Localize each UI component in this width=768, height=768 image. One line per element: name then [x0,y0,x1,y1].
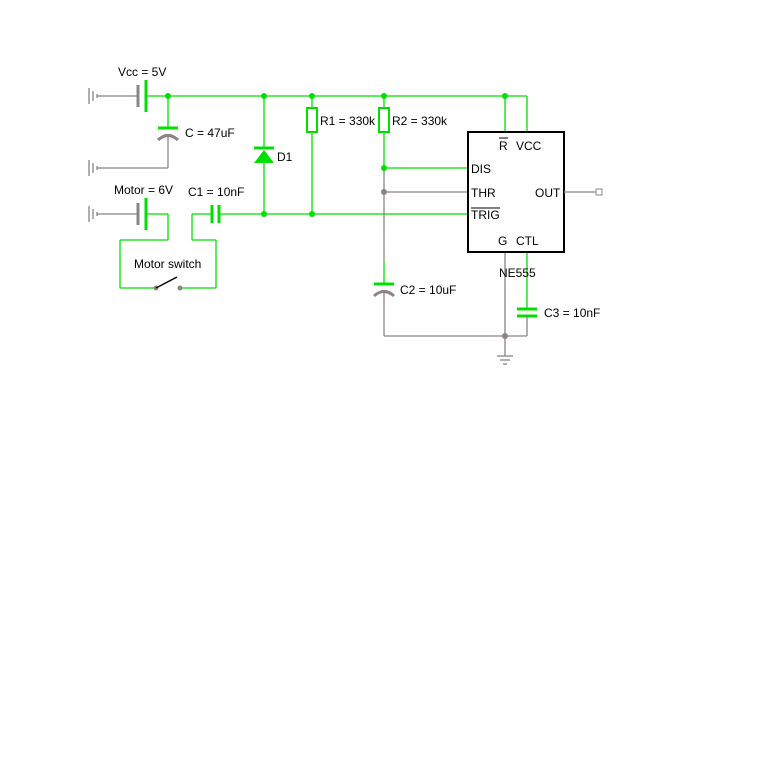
motor-switch[interactable] [153,276,183,291]
chip-name-label: NE555 [499,266,536,280]
vcc-battery[interactable] [136,80,148,112]
vcc-source-label: Vcc = 5V [118,65,166,79]
motor-battery[interactable] [136,198,148,230]
pin-gnd-label: G [498,234,507,248]
diode-d1-label: D1 [277,150,293,164]
pin-ctl-label: CTL [516,234,539,248]
pin-reset-label: R [499,139,508,153]
ne555-chip[interactable] [467,131,565,253]
motor-switch-loop [119,213,217,289]
ground-cap-c [88,160,98,176]
resistor-r2[interactable] [378,96,390,168]
capacitor-c3[interactable] [517,252,537,336]
pin-dis-label: DIS [471,162,491,176]
ground-bottom [497,355,513,365]
capacitor-c1[interactable] [192,205,240,223]
junction-dots [165,93,508,339]
pin-trig-label: TRIG [471,208,500,222]
capacitor-c2[interactable] [372,192,396,336]
resistor-r1[interactable] [306,96,318,214]
ground-vcc-source [88,88,137,104]
motor-source-label: Motor = 6V [114,183,173,197]
resistor-r2-label: R2 = 330k [392,114,448,128]
cap-c1-label: C1 = 10nF [188,185,244,199]
out-terminal[interactable] [595,188,603,196]
cap-c2-label: C2 = 10uF [400,283,456,297]
capacitor-c[interactable] [97,96,180,169]
cap-c3-label: C3 = 10nF [544,306,600,320]
cap-c-label: C = 47uF [185,126,235,140]
diode-d1[interactable] [254,96,274,214]
pin-vcc-label: VCC [516,139,542,153]
ground-motor-source [88,206,137,222]
pin-thr-label: THR [471,186,496,200]
motor-switch-label: Motor switch [134,257,201,271]
resistor-r1-label: R1 = 330k [320,114,376,128]
pin-out-label: OUT [535,186,561,200]
